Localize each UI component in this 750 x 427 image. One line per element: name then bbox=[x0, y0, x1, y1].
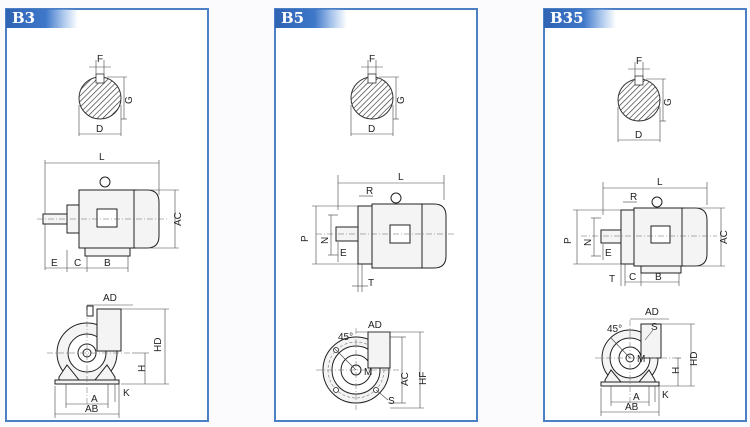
panel-title: B3 bbox=[6, 9, 78, 28]
dim-a: A bbox=[633, 392, 640, 403]
shaft-section: F G D bbox=[617, 56, 674, 142]
dim-t: T bbox=[609, 274, 615, 285]
dim-b: B bbox=[655, 272, 662, 283]
b5-drawing: F G D L R P bbox=[300, 54, 456, 410]
dim-e: E bbox=[340, 248, 347, 259]
dim-m: M bbox=[364, 367, 372, 378]
dim-g: G bbox=[396, 96, 407, 104]
dim-d: D bbox=[368, 124, 375, 135]
dim-l: L bbox=[657, 177, 663, 188]
dim-s: S bbox=[651, 322, 658, 333]
dim-ad: AD bbox=[645, 307, 659, 318]
dim-c: C bbox=[74, 258, 81, 269]
b3-drawing: F G D L AC bbox=[37, 54, 184, 418]
shaft-section: F G D bbox=[78, 54, 135, 136]
dim-t: T bbox=[368, 278, 374, 289]
dim-g: G bbox=[124, 96, 135, 104]
dim-f: F bbox=[636, 56, 642, 67]
front-view: AD HD H A K AB bbox=[47, 293, 169, 418]
dim-ad: AD bbox=[368, 320, 382, 331]
dim-d: D bbox=[635, 130, 642, 141]
panel-b3: B3 F G D bbox=[5, 8, 209, 422]
dim-n: N bbox=[320, 237, 331, 244]
dim-ab: AB bbox=[85, 404, 99, 415]
dim-r: R bbox=[366, 186, 373, 197]
panel-title: B5 bbox=[275, 9, 347, 28]
front-view: AD 45° S M HD H A K AB bbox=[595, 307, 700, 416]
dim-h: H bbox=[137, 365, 148, 372]
side-view: L AC E C B bbox=[37, 152, 184, 272]
dim-ac: AC bbox=[400, 372, 411, 386]
panel-b5: B5 F G D L R bbox=[274, 8, 478, 422]
dim-a: A bbox=[91, 394, 98, 405]
dim-ac: AC bbox=[173, 212, 184, 226]
dim-angle: 45° bbox=[607, 324, 622, 335]
dim-e: E bbox=[51, 258, 58, 269]
dim-hd: HD bbox=[153, 338, 164, 352]
dim-r: R bbox=[630, 192, 637, 203]
dim-l: L bbox=[99, 152, 105, 163]
b35-drawing: F G D L R P bbox=[563, 56, 730, 416]
dim-f: F bbox=[97, 54, 103, 65]
dim-s: S bbox=[388, 396, 395, 407]
dim-ab: AB bbox=[625, 402, 639, 413]
shaft-section: F G D bbox=[350, 54, 407, 136]
dim-k: K bbox=[662, 390, 669, 401]
dim-c: C bbox=[629, 272, 636, 283]
dim-angle: 45° bbox=[338, 332, 353, 343]
dim-h: H bbox=[671, 367, 682, 374]
dim-m: M bbox=[637, 354, 645, 365]
side-view: L R P N E AC T bbox=[563, 177, 730, 286]
panel-title: B35 bbox=[544, 9, 616, 28]
dim-b: B bbox=[104, 258, 111, 269]
dim-g: G bbox=[663, 98, 674, 106]
panel-b35: B35 F G D L R bbox=[543, 8, 747, 422]
dim-ac: AC bbox=[719, 230, 730, 244]
dim-p: P bbox=[563, 237, 574, 244]
dim-hd: HD bbox=[689, 352, 700, 366]
dim-e: E bbox=[605, 248, 612, 259]
front-view: 45° AD M S AC HF bbox=[316, 320, 429, 410]
dim-l: L bbox=[398, 172, 404, 183]
dim-d: D bbox=[96, 124, 103, 135]
dim-k: K bbox=[123, 388, 130, 399]
side-view: L R P N E T bbox=[300, 172, 456, 292]
dim-f: F bbox=[369, 54, 375, 65]
dim-hf: HF bbox=[418, 372, 429, 385]
dim-ad: AD bbox=[103, 293, 117, 304]
dim-n: N bbox=[583, 239, 594, 246]
dim-p: P bbox=[300, 235, 311, 242]
